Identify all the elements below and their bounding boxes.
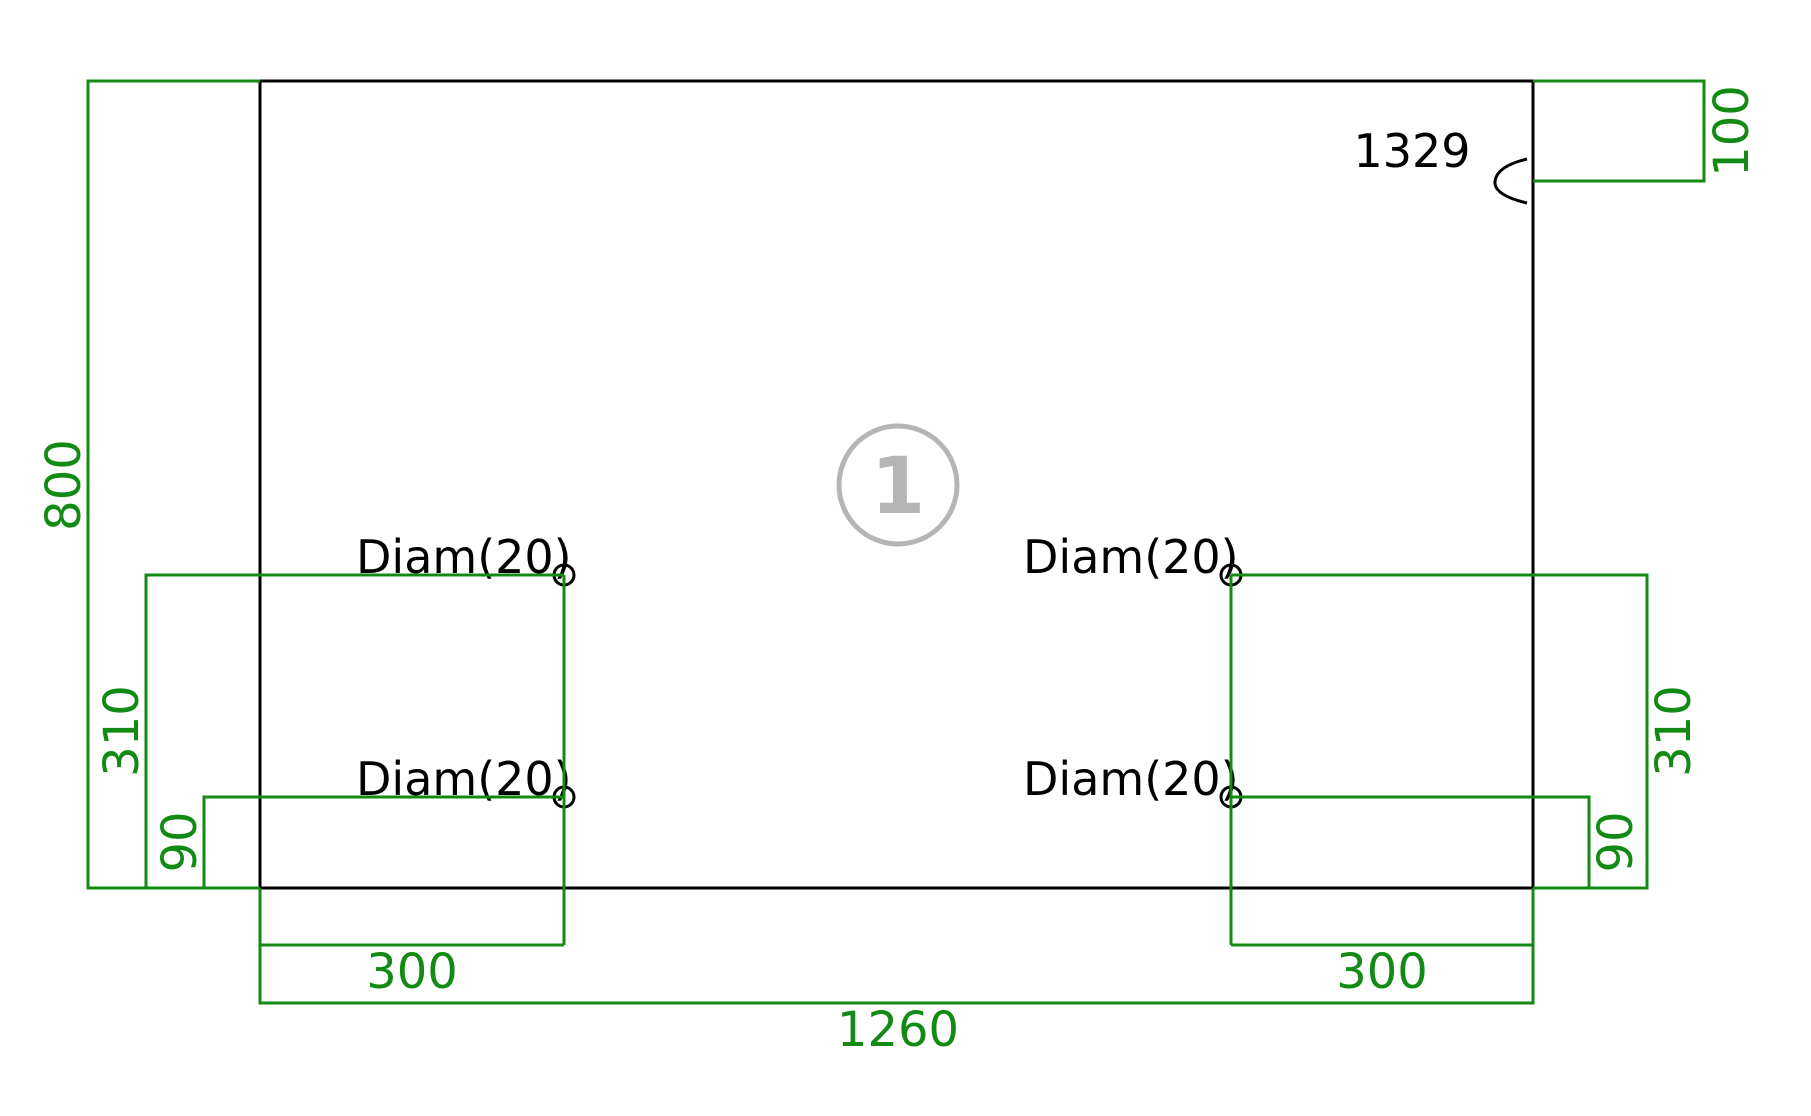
dimension-value: 310	[1646, 685, 1702, 777]
dimension-line	[1231, 573, 1649, 890]
dimension-right-hole-x: 300	[1229, 575, 1535, 1000]
dimension-value: 90	[152, 811, 208, 872]
hole-top-right: Diam(20)	[1023, 530, 1243, 587]
edge-mark-symbol	[1493, 157, 1528, 205]
hole-bottom-right: Diam(20)	[1023, 752, 1243, 809]
dimension-left-hole-x: 300	[258, 575, 566, 1000]
panel-badge-circle	[836, 423, 960, 547]
hole-top-left: Diam(20)	[356, 530, 576, 587]
dimension-line	[258, 888, 1535, 1005]
dimension-value: 1260	[837, 1002, 959, 1058]
hole-label: Diam(20)	[1023, 752, 1239, 806]
dimension-right-hole-lower: 90	[1231, 795, 1644, 890]
edge-mark-label: 1329	[1353, 124, 1470, 178]
dimension-line	[202, 795, 564, 890]
panel-outline	[258, 79, 1535, 890]
dimension-value: 800	[36, 439, 92, 531]
dimension-line	[1533, 79, 1706, 183]
dimension-line	[1231, 795, 1591, 890]
panel-badge-number: 1	[871, 442, 925, 532]
dimension-line	[258, 888, 564, 947]
dimension-value: 90	[1588, 811, 1644, 872]
hole-bottom-left: Diam(20)	[356, 752, 576, 809]
dimension-line	[1231, 888, 1535, 947]
panel-badge: 1	[836, 423, 960, 547]
dimension-value: 300	[366, 944, 458, 1000]
hole-label: Diam(20)	[1023, 530, 1239, 584]
dimension-value: 310	[94, 685, 150, 777]
dimension-value: 100	[1704, 85, 1760, 177]
dimension-value: 300	[1336, 944, 1428, 1000]
dimension-overall-width: 1260	[258, 888, 1535, 1058]
dimension-line	[144, 573, 564, 890]
dimension-top-right-offset: 100	[1533, 79, 1760, 183]
edge-mark: 1329	[1353, 124, 1528, 205]
dimension-left-hole-lower: 90	[152, 795, 564, 890]
